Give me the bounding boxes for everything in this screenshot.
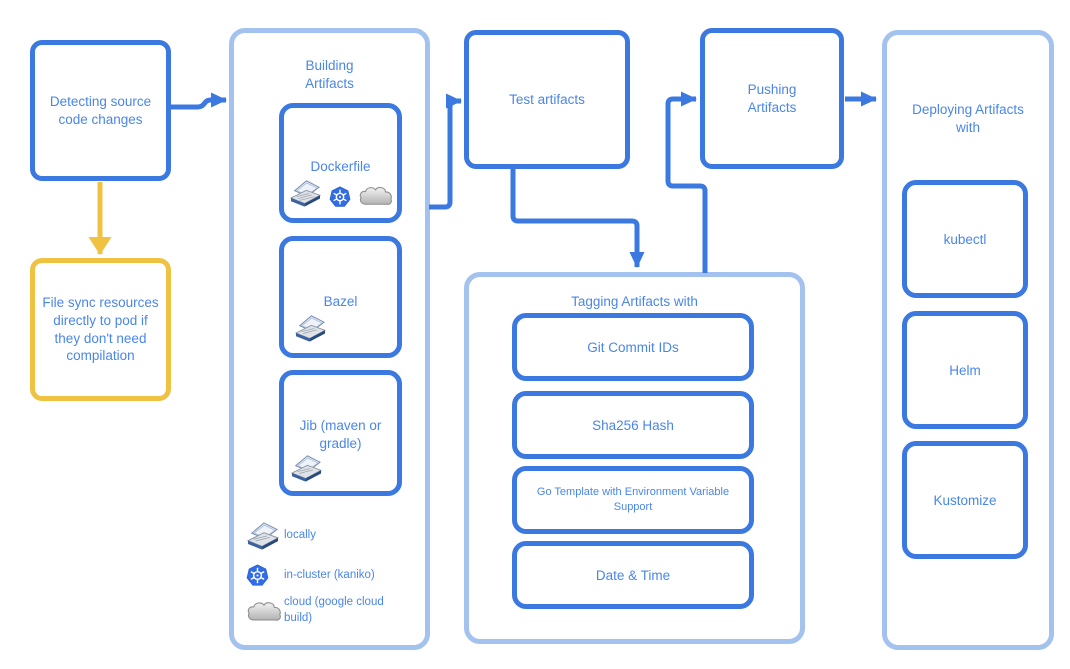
laptop-icon [290,454,323,483]
legend-label: in-cluster (kaniko) [284,568,375,581]
node-dockerfile: Dockerfile [279,103,402,223]
node-date-and-time: Date & Time [512,541,754,609]
build-target-icons [284,454,397,483]
node-label: Go Template with Environment Variable Su… [536,486,730,513]
legend-label: cloud (google cloud build) [284,596,384,624]
build-target-icons [284,314,397,343]
build-target-icons [284,179,397,208]
laptop-icon [246,521,284,551]
node-label: Bazel [323,294,358,309]
legend-item-cloud: cloud (google cloud build) [246,595,396,626]
node-helm: Helm [902,311,1028,429]
node-label: Jib (maven or gradle) [299,418,382,451]
group-title-label: Deploying Artifacts with [912,102,1024,135]
node-label: Dockerfile [310,159,371,174]
kubernetes-icon [329,186,351,208]
node-label: Git Commit IDs [587,339,679,355]
node-sha256-hash: Sha256 Hash [512,391,754,459]
arrow-detecting-to-building [171,92,227,110]
laptop-icon [289,179,322,208]
node-label: Sha256 Hash [592,417,674,433]
node-label: Date & Time [595,567,671,583]
node-kubectl: kubectl [902,180,1028,298]
node-label: kubectl [943,231,987,247]
node-git-commit-ids: Git Commit IDs [512,313,754,381]
group-title: Tagging Artifacts with [469,293,800,311]
node-pushing-artifacts: Pushing Artifacts [700,28,844,169]
node-kustomize: Kustomize [902,441,1028,559]
group-title: Building Artifacts [234,57,425,92]
arrow-building-to-test [429,93,462,210]
node-go-template: Go Template with Environment Variable Su… [512,466,754,534]
legend-item-locally: locally [246,521,396,551]
kubernetes-icon [246,564,284,587]
legend-label: locally [284,529,316,542]
cloud-icon [246,598,284,624]
node-label: Helm [949,362,981,378]
group-title-label: Tagging Artifacts with [571,294,698,309]
node-bazel: Bazel [279,236,402,358]
node-label: File sync resources directly to pod if t… [42,295,159,364]
arrow-test-to-tagging [510,169,645,268]
node-label: Pushing Artifacts [747,81,797,115]
group-title: Deploying Artifacts with [887,101,1049,136]
node-detecting-source-changes: Detecting source code changes [30,40,171,181]
node-label: Test artifacts [509,91,585,107]
node-file-sync: File sync resources directly to pod if t… [30,258,171,401]
group-title-label: Building Artifacts [305,58,354,91]
node-label: Kustomize [933,492,997,508]
node-jib: Jib (maven or gradle) [279,370,402,496]
node-test-artifacts: Test artifacts [464,30,630,169]
legend-item-in-cluster: in-cluster (kaniko) [246,564,396,587]
laptop-icon [294,314,327,343]
cloud-icon [358,183,393,208]
node-label: Detecting source code changes [49,93,152,127]
